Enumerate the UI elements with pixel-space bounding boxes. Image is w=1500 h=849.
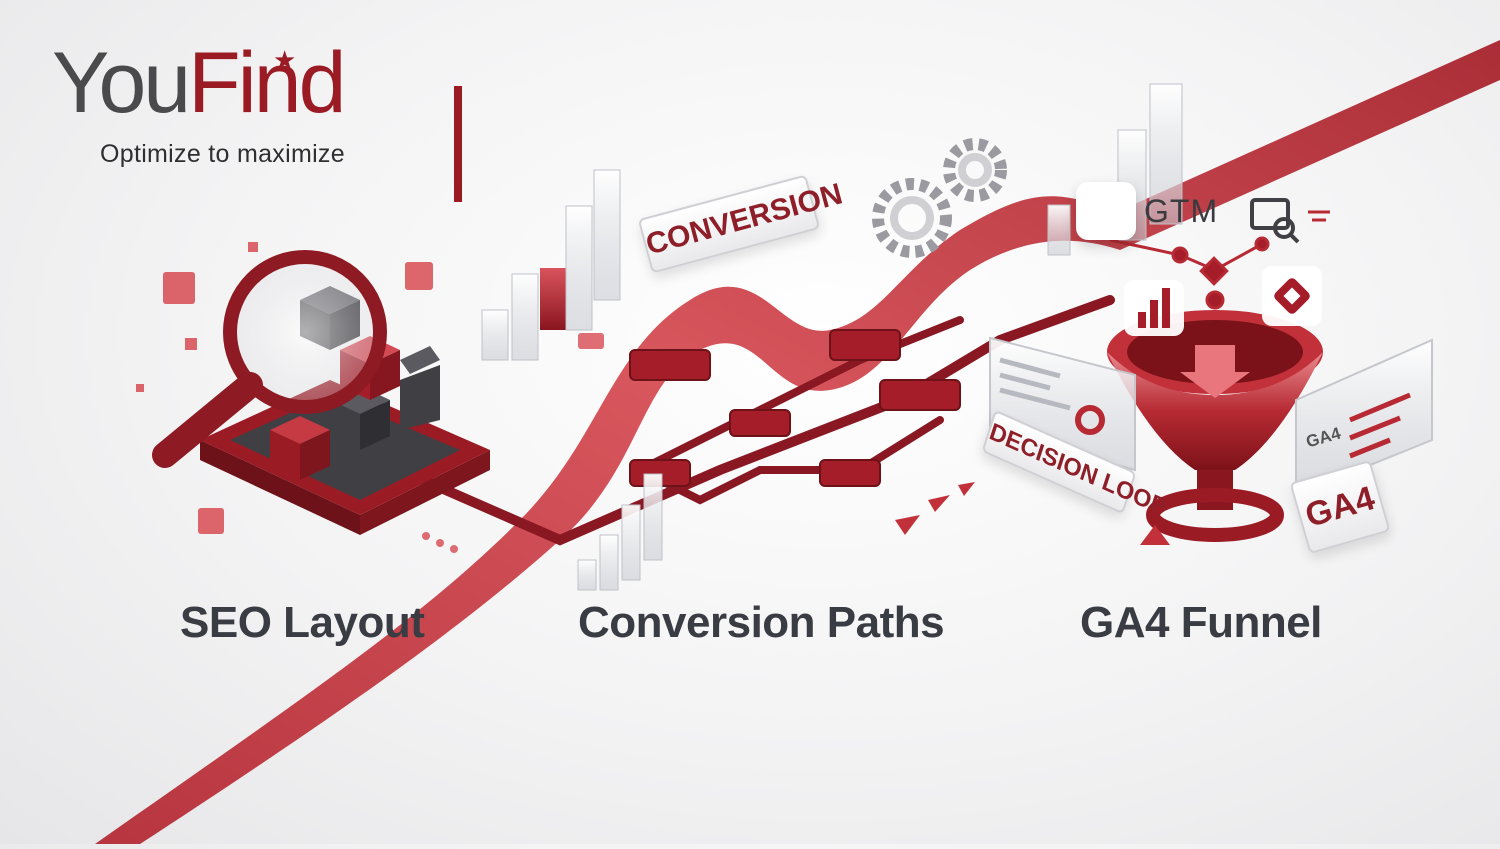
caption-ga4-funnel: GA4 Funnel bbox=[1080, 598, 1322, 647]
youfind-logo[interactable]: YouFind ★ Optimize to maximize bbox=[52, 40, 462, 202]
circuit-track bbox=[395, 295, 1115, 546]
ga4-screen bbox=[1295, 338, 1433, 497]
logo-wordmark: YouFind bbox=[52, 40, 346, 126]
gear-icon bbox=[872, 138, 1007, 258]
logo-tagline: Optimize to maximize bbox=[100, 140, 345, 168]
gtm-tile bbox=[1076, 182, 1136, 240]
conversion-ribbon bbox=[60, 40, 1500, 844]
caption-seo-layout: SEO Layout bbox=[180, 598, 425, 647]
logo-find: Find bbox=[188, 35, 346, 131]
logo-bar bbox=[454, 86, 462, 202]
bar-chart-icon bbox=[577, 473, 663, 591]
code-search-icon bbox=[1250, 198, 1330, 244]
funnel-connector bbox=[1109, 236, 1270, 310]
magnifier-icon bbox=[152, 250, 387, 468]
analytics-bars-icon bbox=[1124, 280, 1184, 336]
floating-cubes bbox=[136, 242, 433, 534]
logo-you: You bbox=[52, 35, 191, 131]
caption-conversion-paths: Conversion Paths bbox=[578, 598, 945, 647]
seo-platform bbox=[200, 380, 490, 535]
gtm-label: GTM bbox=[1144, 193, 1219, 229]
star-icon: ★ bbox=[273, 45, 297, 75]
gtm-diamond-icon bbox=[1262, 266, 1322, 326]
arrow-markers bbox=[895, 482, 975, 535]
bar-chart-icon bbox=[481, 169, 621, 361]
